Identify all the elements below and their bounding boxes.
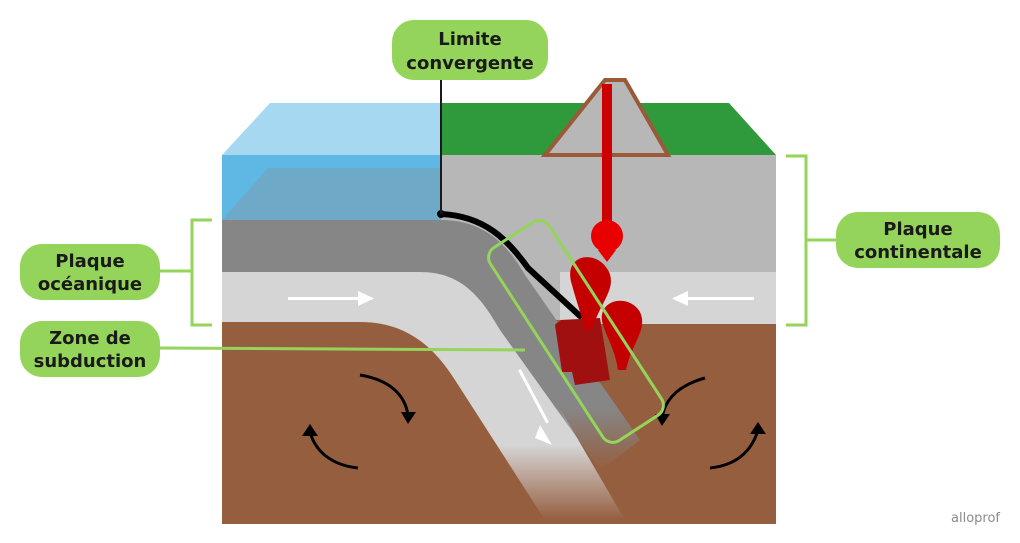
svg-text:subduction: subduction xyxy=(34,351,147,372)
subduction-zone-box xyxy=(487,218,665,444)
plate-motion-arrows xyxy=(288,291,754,445)
svg-text:Plaque: Plaque xyxy=(55,251,124,272)
convection-arrows xyxy=(308,373,760,470)
magma-chamber xyxy=(591,220,623,252)
svg-text:océanique: océanique xyxy=(38,274,142,295)
oceanic-crust xyxy=(222,220,640,470)
convergent-limit-label: Limite convergente xyxy=(392,20,548,80)
convergent-boundary-line xyxy=(438,211,583,319)
svg-text:continentale: continentale xyxy=(854,242,982,263)
continental-plate-bracket xyxy=(786,154,838,327)
svg-text:Zone de: Zone de xyxy=(49,328,131,349)
svg-text:Limite: Limite xyxy=(438,29,501,50)
svg-text:Plaque: Plaque xyxy=(883,219,952,240)
oceanic-plate-bracket xyxy=(160,218,212,327)
oceanic-plate-label: Plaque océanique xyxy=(20,244,160,300)
oceanic-lithosphere xyxy=(222,270,625,520)
ocean-floor-shadow xyxy=(222,168,441,220)
subduction-zone-leader xyxy=(159,346,526,352)
subduction-zone-label: Zone de subduction xyxy=(20,321,160,377)
brand-logo: alloprof xyxy=(951,511,1000,526)
svg-text:convergente: convergente xyxy=(406,53,533,74)
volcano-conduit xyxy=(602,84,612,224)
continental-plate-label: Plaque continentale xyxy=(836,212,1000,268)
convection-arrowheads xyxy=(302,412,766,436)
ocean-top-surface xyxy=(222,103,441,155)
